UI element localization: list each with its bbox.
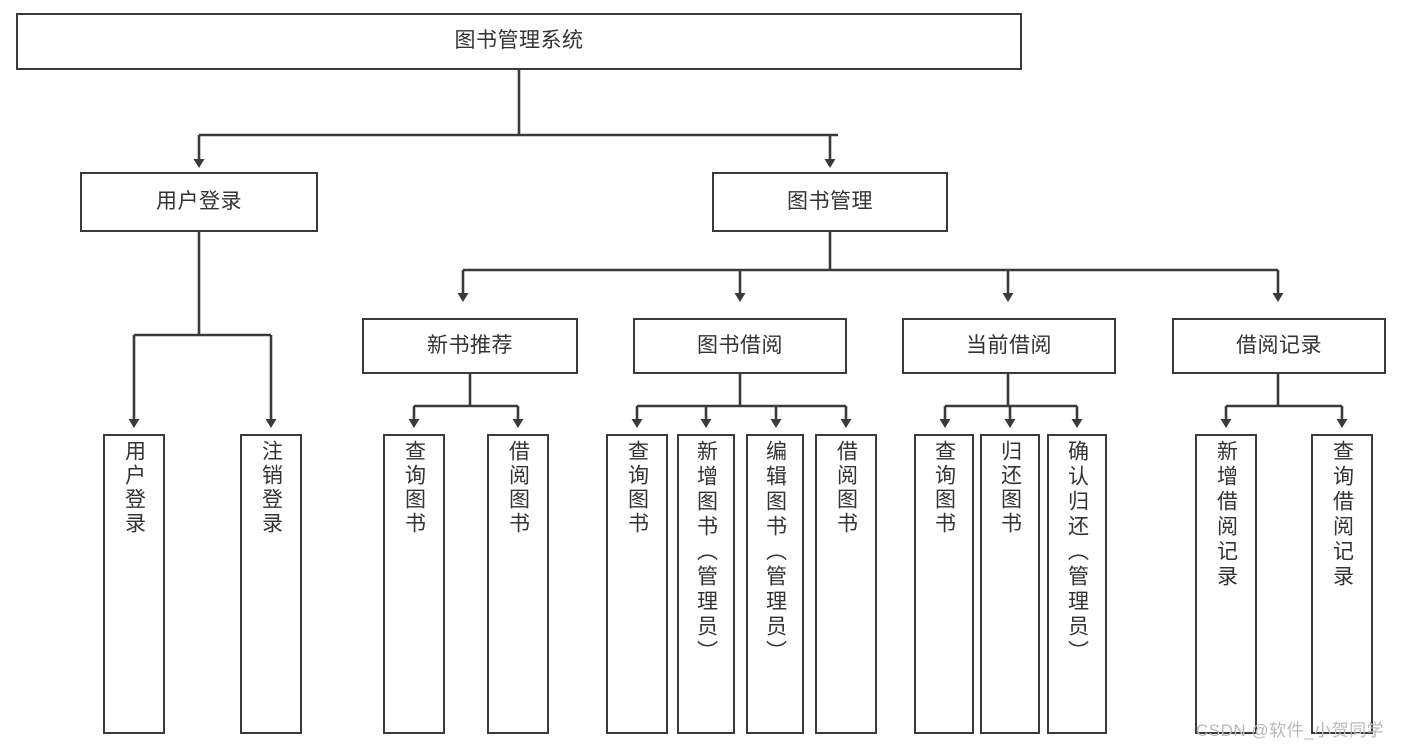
leaf-logout[interactable]: 注销登录 bbox=[240, 434, 302, 734]
node-borrow-record[interactable]: 借阅记录 bbox=[1172, 318, 1386, 374]
node-book-borrow-label: 图书借阅 bbox=[697, 333, 783, 357]
node-root-system-label: 图书管理系统 bbox=[454, 29, 584, 53]
node-root-system[interactable]: 图书管理系统 bbox=[16, 13, 1022, 70]
leaf-query-book-2[interactable]: 查询图书 bbox=[606, 434, 668, 734]
leaf-confirm-return-label: 确认归还（管理员） bbox=[1065, 440, 1089, 665]
node-book-manage[interactable]: 图书管理 bbox=[712, 172, 948, 232]
node-new-book-recommend[interactable]: 新书推荐 bbox=[362, 318, 578, 374]
node-user-login[interactable]: 用户登录 bbox=[80, 172, 318, 232]
leaf-query-book-1-label: 查询图书 bbox=[402, 440, 426, 536]
leaf-return-book[interactable]: 归还图书 bbox=[980, 434, 1040, 734]
leaf-query-book-2-label: 查询图书 bbox=[625, 440, 649, 536]
leaf-add-borrow-record-label: 新增借阅记录 bbox=[1214, 440, 1238, 590]
leaf-add-borrow-record[interactable]: 新增借阅记录 bbox=[1195, 434, 1257, 734]
leaf-borrow-book-2-label: 借阅图书 bbox=[834, 440, 858, 536]
node-user-login-label: 用户登录 bbox=[156, 189, 242, 213]
node-book-borrow[interactable]: 图书借阅 bbox=[633, 318, 847, 374]
node-current-borrow[interactable]: 当前借阅 bbox=[902, 318, 1116, 374]
node-current-borrow-label: 当前借阅 bbox=[966, 333, 1052, 357]
leaf-logout-label: 注销登录 bbox=[259, 440, 283, 536]
leaf-edit-book-label: 编辑图书（管理员） bbox=[763, 440, 787, 665]
leaf-edit-book[interactable]: 编辑图书（管理员） bbox=[746, 434, 804, 734]
leaf-user-login[interactable]: 用户登录 bbox=[103, 434, 165, 734]
leaf-query-book-3[interactable]: 查询图书 bbox=[914, 434, 974, 734]
leaf-query-book-1[interactable]: 查询图书 bbox=[383, 434, 445, 734]
leaf-query-borrow-record[interactable]: 查询借阅记录 bbox=[1311, 434, 1373, 734]
leaf-add-book[interactable]: 新增图书（管理员） bbox=[677, 434, 735, 734]
leaf-confirm-return[interactable]: 确认归还（管理员） bbox=[1047, 434, 1107, 734]
leaf-query-borrow-record-label: 查询借阅记录 bbox=[1330, 440, 1354, 590]
leaf-user-login-label: 用户登录 bbox=[122, 440, 146, 536]
leaf-return-book-label: 归还图书 bbox=[998, 440, 1022, 536]
leaf-add-book-label: 新增图书（管理员） bbox=[694, 440, 718, 665]
csdn-watermark: CSDN @软件_小贺同学 bbox=[1196, 721, 1385, 740]
leaf-borrow-book-2[interactable]: 借阅图书 bbox=[815, 434, 877, 734]
node-book-manage-label: 图书管理 bbox=[787, 189, 873, 213]
leaf-query-book-3-label: 查询图书 bbox=[932, 440, 956, 536]
leaf-borrow-book-1-label: 借阅图书 bbox=[506, 440, 530, 536]
node-borrow-record-label: 借阅记录 bbox=[1236, 333, 1322, 357]
leaf-borrow-book-1[interactable]: 借阅图书 bbox=[487, 434, 549, 734]
node-new-book-recommend-label: 新书推荐 bbox=[427, 333, 513, 357]
